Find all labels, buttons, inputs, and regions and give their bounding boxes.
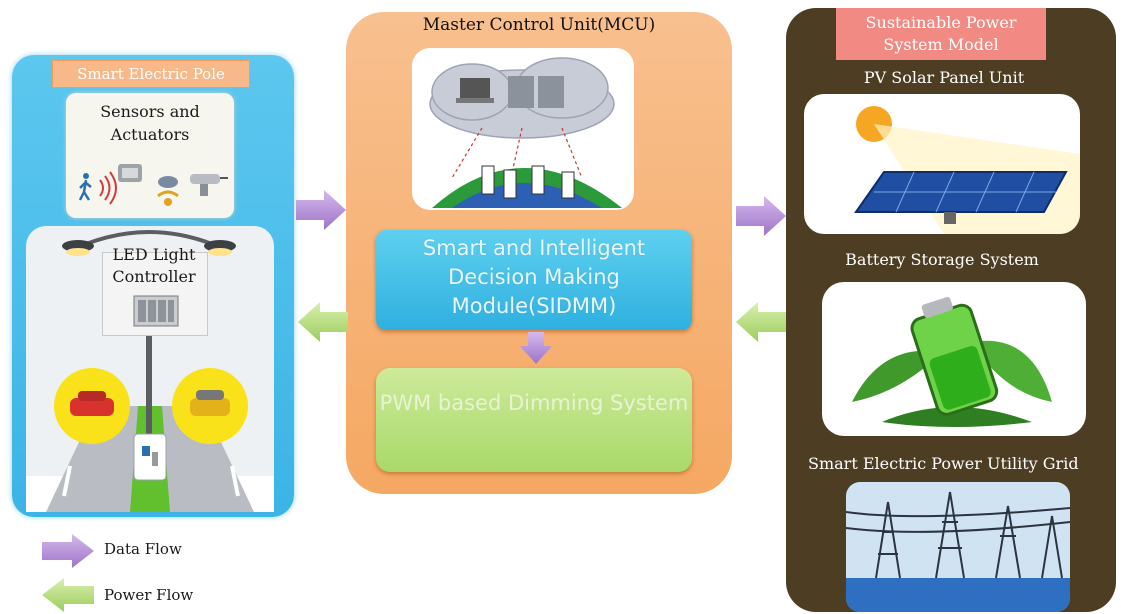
device-sensor-icon xyxy=(118,164,142,182)
battery-storage-label: Battery Storage System xyxy=(845,250,1039,269)
pwm-dimming-label: PWM based Dimming System xyxy=(379,391,689,415)
solar-panel-icon xyxy=(854,106,1080,234)
smart-electric-pole-title: Smart Electric Pole xyxy=(52,60,250,88)
sensors-actuators-box xyxy=(66,93,234,218)
legend-power-flow-arrow xyxy=(42,578,94,612)
server-icon xyxy=(508,76,564,108)
street-illustration xyxy=(26,230,274,512)
power-grid-box xyxy=(846,482,1070,612)
globe-icon xyxy=(432,168,622,208)
sensors-actuators-title: Sensors and Actuators xyxy=(100,102,200,144)
server-rack-icon xyxy=(133,295,179,327)
legend-power-flow-label: Power Flow xyxy=(104,586,194,604)
battery-icon xyxy=(852,296,1052,427)
walking-person-icon xyxy=(78,173,92,201)
laptop-icon xyxy=(456,78,494,103)
data-flow-arrow-mcu-to-right xyxy=(736,196,786,236)
signal-waves-icon xyxy=(99,171,117,205)
controller-node-icon xyxy=(133,433,167,481)
legend-data-flow-label: Data Flow xyxy=(104,540,182,558)
power-flow-arrow-mcu-to-left xyxy=(298,302,348,342)
pv-solar-box xyxy=(804,94,1080,234)
data-flow-arrow-down xyxy=(520,332,552,364)
sidmm-label: Smart and Intelligent Decision Making Mo… xyxy=(422,236,646,318)
mcu-title: Master Control Unit(MCU) xyxy=(422,15,656,35)
sidmm-box xyxy=(376,230,692,330)
power-flow-arrow-right-to-mcu xyxy=(736,302,786,342)
ev-charger-icon xyxy=(190,174,228,196)
red-car-icon xyxy=(54,368,130,444)
pv-solar-label: PV Solar Panel Unit xyxy=(863,68,1025,87)
power-grid-label: Smart Electric Power Utility Grid xyxy=(808,454,1079,473)
battery-storage-box xyxy=(822,282,1086,436)
sustainable-power-title: Sustainable Power System Model xyxy=(836,8,1046,60)
motion-sensor-icon xyxy=(157,176,179,206)
pwm-dimming-box xyxy=(376,368,692,472)
yellow-car-icon xyxy=(172,368,248,444)
street-lamp-icon xyxy=(62,230,236,436)
led-controller-title: LED Light Controller xyxy=(112,245,196,286)
cloud-network-illustration xyxy=(429,57,622,208)
sensor-icons xyxy=(78,164,228,206)
data-flow-arrow-left-to-mcu xyxy=(296,190,346,230)
transmission-tower-icon xyxy=(846,482,1070,612)
legend-data-flow-arrow xyxy=(42,534,94,568)
